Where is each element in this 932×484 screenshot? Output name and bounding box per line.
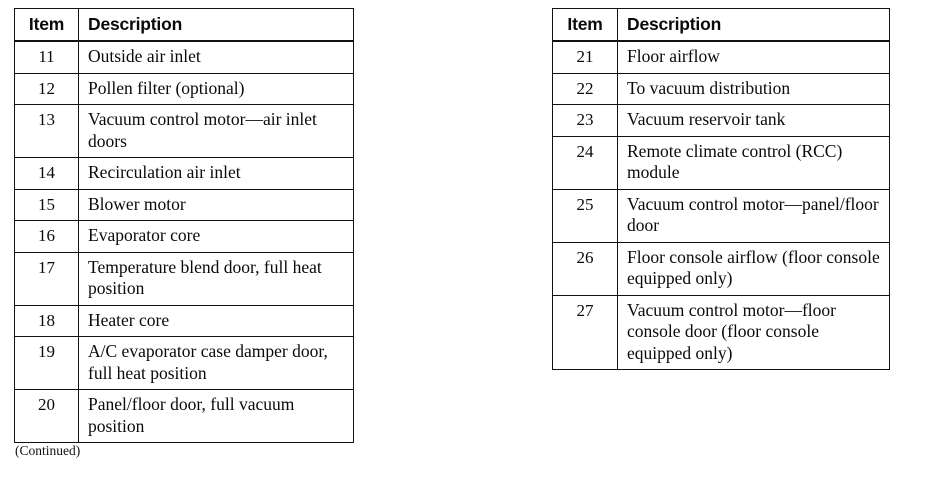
column-header-item: Item (552, 8, 618, 42)
cell-item: 23 (552, 104, 618, 137)
cell-description: Remote climate control (RCC) module (617, 135, 890, 190)
cell-description: Blower motor (78, 188, 354, 221)
cell-description: Vacuum control motor—air inlet doors (78, 104, 354, 158)
table-header-row: Item Description (14, 8, 354, 42)
table-row: 23 Vacuum reservoir tank (552, 104, 890, 137)
cell-description: Pollen filter (optional) (78, 72, 354, 105)
table-row: 11 Outside air inlet (14, 40, 354, 74)
table-row: 16 Evaporator core (14, 220, 354, 253)
table-row: 14 Recirculation air inlet (14, 157, 354, 190)
cell-description: Vacuum control motor—panel/floor door (617, 188, 890, 243)
cell-item: 20 (14, 389, 79, 443)
cell-item: 21 (552, 40, 618, 74)
cell-description: Panel/floor door, full vacuum position (78, 389, 354, 443)
column-header-description: Description (78, 8, 354, 42)
table-row: 20 Panel/floor door, full vacuum positio… (14, 389, 354, 443)
cell-item: 22 (552, 72, 618, 105)
right-table-header: Item Description (552, 8, 890, 42)
table-row: 12 Pollen filter (optional) (14, 72, 354, 105)
right-table-body: 21 Floor airflow 22 To vacuum distributi… (552, 40, 890, 370)
continued-note: (Continued) (15, 443, 81, 458)
table-row: 15 Blower motor (14, 188, 354, 221)
cell-item: 19 (14, 336, 79, 390)
table-row: 19 A/C evaporator case damper door, full… (14, 336, 354, 390)
cell-item: 17 (14, 251, 79, 306)
cell-item: 13 (14, 104, 79, 158)
table-row: 26 Floor console airflow (floor console … (552, 241, 890, 296)
cell-item: 18 (14, 304, 79, 337)
table-row: 27 Vacuum control motor—floor console do… (552, 294, 890, 370)
table-row: 21 Floor airflow (552, 40, 890, 74)
cell-description: Recirculation air inlet (78, 157, 354, 190)
cell-description: Heater core (78, 304, 354, 337)
left-legend-table: Item Description 11 Outside air inlet 12… (14, 8, 354, 443)
cell-description: Outside air inlet (78, 40, 354, 74)
cell-description: Floor airflow (617, 40, 890, 74)
table-row: 18 Heater core (14, 304, 354, 337)
cell-item: 16 (14, 220, 79, 253)
table-row: 22 To vacuum distribution (552, 72, 890, 105)
cell-item: 11 (14, 40, 79, 74)
cell-item: 24 (552, 135, 618, 190)
cell-item: 12 (14, 72, 79, 105)
left-table-body: 11 Outside air inlet 12 Pollen filter (o… (14, 40, 354, 443)
cell-description: Vacuum reservoir tank (617, 104, 890, 137)
cell-item: 26 (552, 241, 618, 296)
cell-item: 25 (552, 188, 618, 243)
cell-description: Evaporator core (78, 220, 354, 253)
cell-item: 15 (14, 188, 79, 221)
cell-description: Vacuum control motor—floor console door … (617, 294, 890, 370)
column-header-item: Item (14, 8, 79, 42)
cell-item: 27 (552, 294, 618, 370)
right-legend-table: Item Description 21 Floor airflow 22 To … (552, 8, 890, 370)
cell-description: To vacuum distribution (617, 72, 890, 105)
cell-description: A/C evaporator case damper door, full he… (78, 336, 354, 390)
cell-description: Floor console airflow (floor console equ… (617, 241, 890, 296)
cell-description: Temperature blend door, full heat positi… (78, 251, 354, 306)
table-header-row: Item Description (552, 8, 890, 42)
table-row: 24 Remote climate control (RCC) module (552, 135, 890, 190)
column-header-description: Description (617, 8, 890, 42)
left-table-header: Item Description (14, 8, 354, 42)
cell-item: 14 (14, 157, 79, 190)
table-row: 25 Vacuum control motor—panel/floor door (552, 188, 890, 243)
table-row: 13 Vacuum control motor—air inlet doors (14, 104, 354, 158)
table-row: 17 Temperature blend door, full heat pos… (14, 251, 354, 306)
